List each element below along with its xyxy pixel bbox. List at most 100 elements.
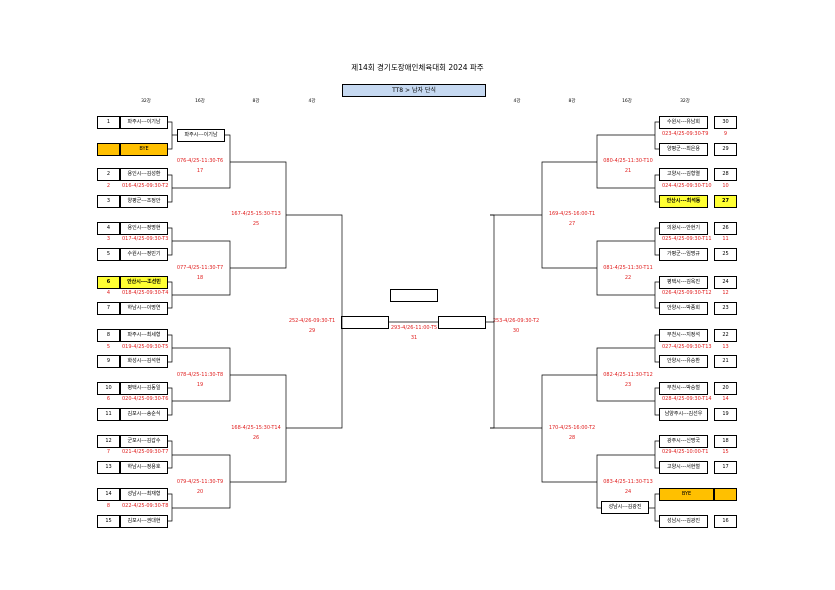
match-number: 29 (308, 328, 316, 334)
match-code: 252-4/26-09:30-T1 (288, 318, 336, 324)
match-seed: 15 (722, 449, 729, 455)
entry-seed: 8 (97, 329, 120, 342)
match-info: 024-4/25-09:30-T10 (662, 183, 712, 189)
match-info: 252-4/26-09:30-T1 29 (282, 316, 342, 336)
entry-seed: 25 (714, 248, 737, 261)
entry-seed: 1 (97, 116, 120, 129)
match-info: 168-4/25-15:30-T14 26 (226, 423, 286, 443)
entry-seed (97, 143, 120, 156)
entry-name: 김포시---송순식 (120, 408, 168, 421)
match-info: 019-4/25-09:30-T5 (122, 344, 169, 350)
entry-name: 용인시---정명현 (120, 222, 168, 235)
entry-name: 안양시---박종희 (659, 302, 708, 315)
match-seed: 5 (106, 344, 111, 350)
entry-seed: 4 (97, 222, 120, 235)
match-info: 020-4/25-09:30-T6 (122, 396, 169, 402)
entry-seed: 22 (714, 329, 737, 342)
round-label-left-16: 16강 (195, 99, 205, 104)
match-seed: 8 (106, 503, 111, 509)
match-code: 168-4/25-15:30-T14 (231, 425, 281, 431)
match-info: 169-4/25-16:00-T1 27 (542, 209, 602, 229)
round-label-left-8: 8강 (252, 99, 260, 104)
entry-seed: 15 (97, 515, 120, 528)
entry-seed: 10 (97, 382, 120, 395)
match-code: 167-4/25-15:30-T13 (231, 211, 281, 217)
match-code: 169-4/25-16:00-T1 (548, 211, 596, 217)
entry-seed: 12 (97, 435, 120, 448)
entry-seed: 11 (97, 408, 120, 421)
entry-name: 성남시---최재형 (120, 488, 168, 501)
match-number: 26 (252, 435, 260, 441)
entry-name: 가평군---임명규 (659, 248, 708, 261)
entry-name: 양평군---조정안 (120, 195, 168, 208)
entry-seed: 24 (714, 276, 737, 289)
entry-name: 양평군---최은용 (659, 143, 708, 156)
match-number: 21 (624, 168, 632, 174)
entry-name: 성남시---김광진 (659, 515, 708, 528)
entry-name: 부천시---지정석 (659, 329, 708, 342)
match-seed: 11 (722, 236, 729, 242)
match-info: 026-4/25-09:30-T12 (662, 290, 712, 296)
entry-seed: 27 (714, 195, 737, 208)
match-number: 24 (624, 489, 632, 495)
round-label-right-4: 4강 (513, 99, 521, 104)
entry-name: 수원시---유남희 (659, 116, 708, 129)
match-info: 016-4/25-09:30-T2 (122, 183, 169, 189)
entry-name: 하남시---정용호 (120, 461, 168, 474)
match-code: 170-4/25-16:00-T2 (548, 425, 596, 431)
entry-seed: 23 (714, 302, 737, 315)
entry-name: 수원시---정민기 (120, 248, 168, 261)
match-info: 027-4/25-09:30-T13 (662, 344, 712, 350)
entry-seed: 20 (714, 382, 737, 395)
winner-box: 파주시---이기남 (177, 129, 225, 142)
entry-name: 군포시---김갑수 (120, 435, 168, 448)
match-number: 17 (196, 168, 204, 174)
entry-name: 화성시---김석현 (120, 355, 168, 368)
entry-name: BYE (659, 488, 714, 501)
match-info: 080-4/25-11:30-T10 21 (598, 156, 658, 176)
entry-name: 고양시---김형열 (659, 168, 708, 181)
entry-name: 평택시---김옥진 (659, 276, 708, 289)
match-number: 18 (196, 275, 204, 281)
semifinal-box-left (341, 316, 389, 329)
winner-box: 성남시---김광진 (601, 501, 649, 514)
entry-name: 부천시---박승철 (659, 382, 708, 395)
match-code: 080-4/25-11:30-T10 (603, 158, 653, 164)
match-code: 081-4/25-11:30-T11 (603, 265, 653, 271)
match-seed: 14 (722, 396, 729, 402)
round-label-right-8: 8강 (568, 99, 576, 104)
match-code: 293-4/26-11:00-T5 (390, 325, 438, 331)
match-info: 021-4/25-09:30-T7 (122, 449, 169, 455)
entry-seed (714, 488, 737, 501)
entry-name: 안양시---유승환 (659, 355, 708, 368)
match-code: 082-4/25-11:30-T12 (603, 372, 653, 378)
match-info: 022-4/25-09:30-T8 (122, 503, 169, 509)
match-info: 029-4/25-10:00-T1 (662, 449, 709, 455)
match-seed: 6 (106, 396, 111, 402)
round-label-right-32: 32강 (680, 99, 690, 104)
category-label: TT8 > 남자 단식 (342, 84, 486, 97)
entry-name: 고양시---서현철 (659, 461, 708, 474)
match-code: 078-4/25-11:30-T8 (176, 372, 224, 378)
match-number: 27 (568, 221, 576, 227)
entry-seed: 17 (714, 461, 737, 474)
entry-name: 평택시---김동일 (120, 382, 168, 395)
entry-name: 김포시---권대현 (120, 515, 168, 528)
match-number: 19 (196, 382, 204, 388)
entry-name: 남양주시---김선우 (659, 408, 708, 421)
entry-name: 의왕시---안현기 (659, 222, 708, 235)
match-info: 023-4/25-09:30-T9 (662, 131, 709, 137)
entry-seed: 18 (714, 435, 737, 448)
entry-name: 용인시---김성환 (120, 168, 168, 181)
entry-seed: 16 (714, 515, 737, 528)
entry-seed: 19 (714, 408, 737, 421)
entry-name: 파주시---이기남 (120, 116, 168, 129)
